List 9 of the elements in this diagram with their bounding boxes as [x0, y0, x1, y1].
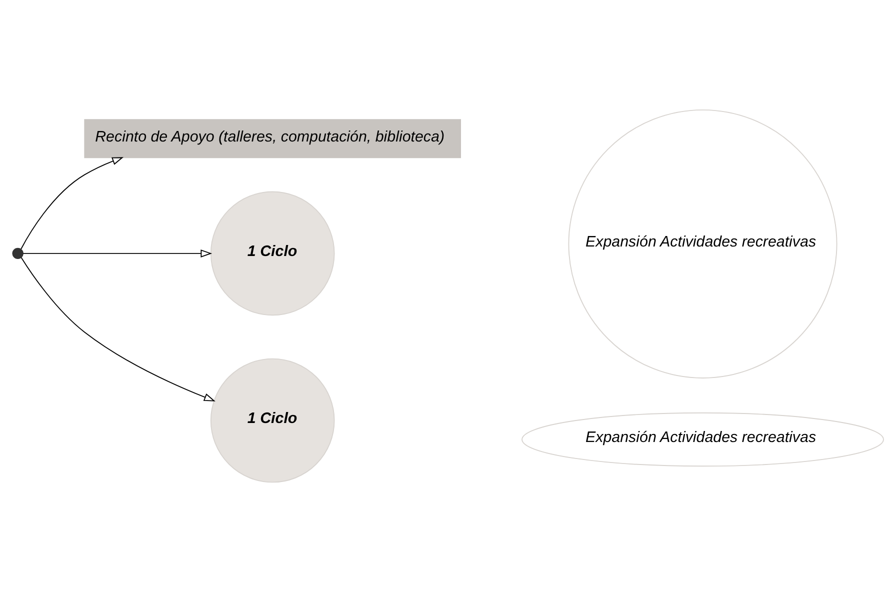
node-circle: 1 Ciclo [210, 358, 335, 483]
arrow [22, 249, 212, 258]
arrow [20, 157, 124, 250]
node-circle: Expansión Actividades recreativas [568, 109, 838, 378]
node-ellipse: Expansión Actividades recreativas [522, 412, 884, 467]
node-circle: 1 Ciclo [210, 191, 335, 316]
node-point [12, 248, 24, 260]
arrow [20, 257, 216, 402]
node-box: Recinto de Apoyo (talleres, computación, biblioteca) [84, 119, 461, 158]
